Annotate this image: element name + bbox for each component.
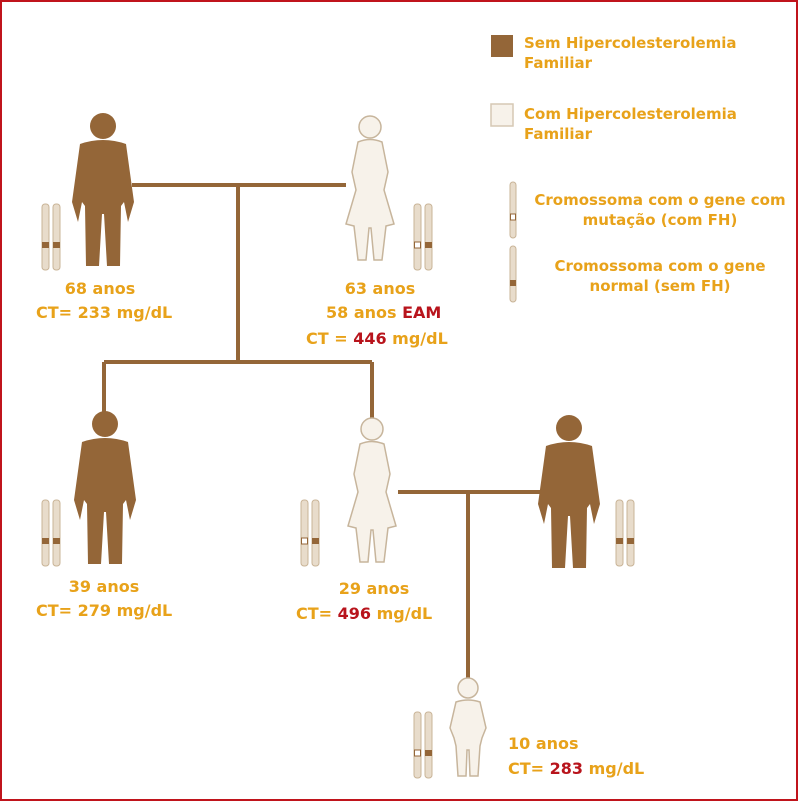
legend-mutant-chromosome-icon — [510, 182, 516, 238]
grandfather-ct-unit: mg/dL — [111, 303, 172, 322]
daughter-figure-icon — [348, 418, 396, 562]
daughter-ct-prefix: CT= — [296, 604, 338, 623]
legend-fh-label: Com Hipercolesterolemia Familiar — [524, 104, 794, 144]
daughter-chromosomes-icon — [301, 500, 319, 566]
son-ct: CT= 279 mg/dL — [36, 600, 172, 622]
grandchild-figure-icon — [450, 678, 486, 776]
son-figure-icon — [74, 411, 136, 564]
son-in-law-figure-icon — [538, 415, 600, 568]
grandmother-ct-unit: mg/dL — [387, 329, 448, 348]
son-ct-prefix: CT= — [36, 601, 78, 620]
grandchild-age: 10 anos — [508, 733, 579, 755]
legend-non-fh-label: Sem Hipercolesterolemia Familiar — [524, 33, 794, 73]
grandchild-ct: CT= 283 mg/dL — [508, 758, 644, 780]
grandfather-ct: CT= 233 mg/dL — [36, 302, 172, 324]
son-in-law-chromosomes-icon — [616, 500, 634, 566]
grandmother-ct: CT = 446 mg/dL — [306, 328, 448, 350]
grandmother-age: 63 anos — [320, 278, 440, 300]
grandmother-ct-value: 446 — [353, 329, 386, 348]
legend-non-fh-swatch — [491, 35, 513, 57]
daughter-ct-value: 496 — [338, 604, 371, 623]
son-ct-value: 279 — [78, 601, 111, 620]
grandmother-event-label: EAM — [402, 303, 441, 322]
grandmother-ct-prefix: CT = — [306, 329, 353, 348]
grandfather-chromosomes-icon — [42, 204, 60, 270]
daughter-ct-unit: mg/dL — [371, 604, 432, 623]
grandchild-ct-prefix: CT= — [508, 759, 550, 778]
grandchild-ct-unit: mg/dL — [583, 759, 644, 778]
legend-mutant-chromosome-label: Cromossoma com o gene com mutação (com F… — [532, 190, 788, 230]
son-age: 39 anos — [44, 576, 164, 598]
grandchild-chromosomes-icon — [414, 712, 432, 778]
grandchild-ct-value: 283 — [550, 759, 583, 778]
legend-normal-chromosome-icon — [510, 246, 516, 302]
legend-normal-chromosome-label: Cromossoma com o gene normal (sem FH) — [532, 256, 788, 296]
daughter-age: 29 anos — [314, 578, 434, 600]
grandmother-figure-icon — [346, 116, 394, 260]
grandmother-event: 58 anos EAM — [326, 302, 441, 324]
grandfather-age: 68 anos — [40, 278, 160, 300]
daughter-ct: CT= 496 mg/dL — [296, 603, 432, 625]
grandfather-figure-icon — [72, 113, 134, 266]
grandmother-chromosomes-icon — [414, 204, 432, 270]
grandfather-ct-prefix: CT= — [36, 303, 78, 322]
grandmother-event-age: 58 anos — [326, 303, 402, 322]
son-chromosomes-icon — [42, 500, 60, 566]
legend-fh-swatch — [491, 104, 513, 126]
grandfather-ct-value: 233 — [78, 303, 111, 322]
son-ct-unit: mg/dL — [111, 601, 172, 620]
